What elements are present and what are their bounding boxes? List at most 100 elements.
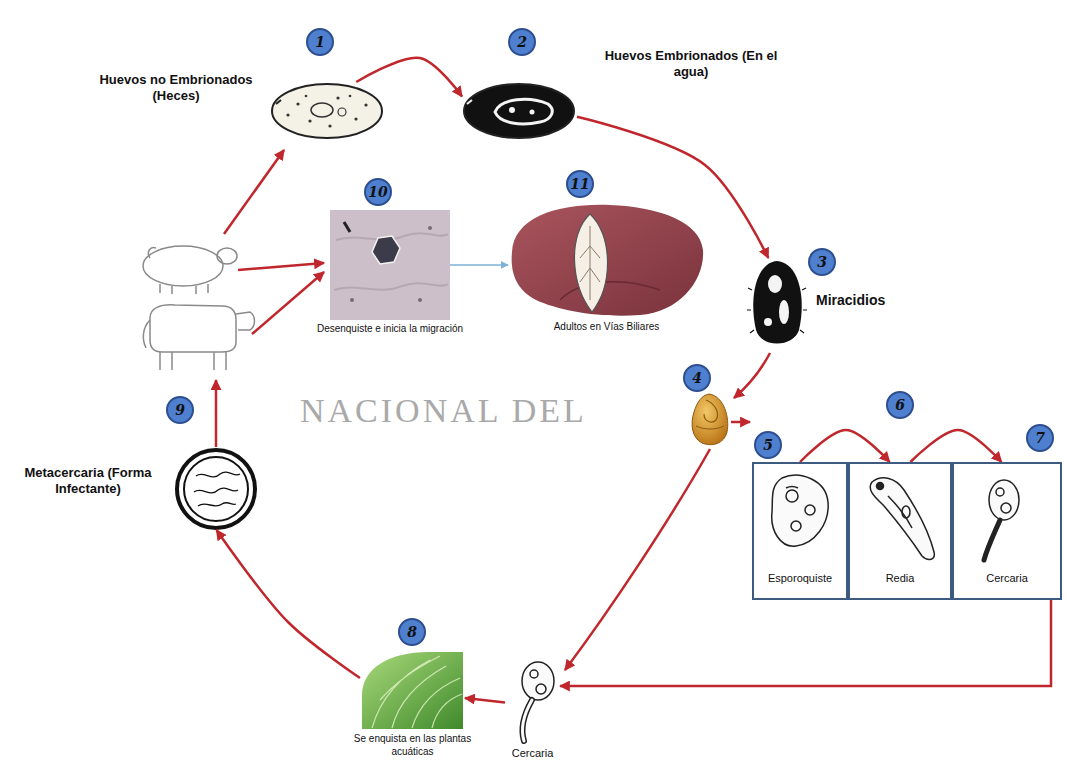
cycle-arrow — [577, 117, 768, 258]
free-cercaria-part — [536, 684, 546, 694]
egg-stage: Huevos Embrionados (En el agua) — [462, 82, 577, 140]
sheep-outline-part — [148, 248, 156, 258]
callout-number: 8 — [400, 620, 424, 644]
sheep-outline-part — [143, 246, 223, 286]
tissue-section-part — [428, 226, 432, 230]
metacercaria-cyst — [177, 450, 255, 528]
miracidium-part — [753, 261, 802, 344]
callout-number: 9 — [168, 398, 192, 422]
redia-sketch-part — [902, 506, 910, 518]
cercaria-sketch — [984, 480, 1019, 560]
unembryonated-egg-part — [349, 95, 352, 98]
larva-stage: Miracidios — [748, 258, 806, 350]
callout-badge: 8 — [398, 618, 426, 646]
aquatic-plant-part — [372, 656, 462, 728]
sheep-outline-part — [217, 248, 237, 264]
cycle-arrow-layout-part — [731, 421, 750, 424]
cycle-arrow — [560, 600, 1051, 686]
aquatic-plant — [362, 652, 463, 729]
sporocyst-sketch-part — [772, 475, 828, 546]
snail-shell — [692, 394, 728, 445]
cow-outline-part — [143, 320, 150, 348]
metacercaria-cyst-part — [177, 450, 255, 528]
cercaria-sketch-part — [989, 480, 1019, 520]
unembryonated-egg-part — [364, 103, 367, 106]
unembryonated-egg-part — [354, 117, 357, 120]
embryonated-egg — [464, 84, 574, 138]
embryonated-egg-part — [495, 99, 552, 124]
callout-badge: 9 — [166, 396, 194, 424]
sheep-outline-part — [160, 284, 208, 294]
stage-caption: Cercaria — [485, 747, 580, 761]
callout-badge: 5 — [754, 431, 782, 459]
cycle-arrow — [910, 430, 1001, 462]
stage-caption: Metacercaria (Forma Infectante) — [6, 465, 170, 498]
cyst-stage: Metacercaria (Forma Infectante) — [176, 449, 257, 530]
unembryonated-egg-part — [286, 113, 289, 116]
unembryonated-egg-part — [338, 108, 346, 116]
free-cercaria-part — [522, 662, 554, 700]
stage-caption: Se enquista en las plantas acuáticas — [350, 733, 475, 758]
tissue-section-part — [344, 222, 350, 232]
cycle-arrow — [450, 264, 508, 266]
miracidium-part — [779, 300, 789, 324]
stage-box: Cercaria — [952, 462, 1062, 600]
miracidium-part — [768, 275, 782, 293]
liver-with-fluke-part — [560, 282, 660, 300]
cow-outline-part — [150, 305, 236, 352]
stage-box: Redia — [848, 462, 952, 600]
free-cercaria-part — [522, 700, 532, 741]
redia-sketch — [870, 478, 934, 560]
callout-number: 4 — [685, 366, 709, 390]
sporocyst-sketch-part — [786, 487, 798, 489]
miracidium-part — [747, 288, 807, 333]
tissue-section-part — [372, 236, 400, 264]
cycle-arrow-layout-part — [734, 353, 770, 398]
liver-stage: Adultos en Vías Biliares — [508, 200, 705, 318]
stage-box: Esporoquiste — [752, 462, 848, 600]
sporocyst-sketch-part — [805, 505, 815, 515]
callout-number: 3 — [810, 250, 834, 274]
tissue-stage: Desenquiste e inicia la migración — [330, 210, 450, 320]
unembryonated-egg-part — [305, 95, 308, 98]
free-cercaria — [522, 662, 554, 741]
unembryonated-egg-part — [296, 102, 299, 105]
plant-stage: Se enquista en las plantas acuáticas — [360, 650, 465, 730]
callout-badge: 2 — [508, 28, 536, 56]
cycle-arrow — [800, 430, 890, 462]
metacercaria-cyst-part — [184, 457, 248, 521]
callout-badge: 4 — [683, 364, 711, 392]
tissue-section — [330, 210, 450, 320]
cycle-arrow-layout-part — [224, 150, 284, 234]
callout-number: 10 — [366, 180, 390, 204]
embryonated-egg-part — [464, 84, 574, 138]
liver-with-fluke — [512, 205, 703, 316]
unembryonated-egg-part — [311, 103, 333, 117]
sheep-outline — [143, 246, 237, 294]
callout-badge: 11 — [566, 170, 594, 198]
redia-sketch-part — [877, 483, 884, 490]
larva-stage: Cercaria — [505, 660, 560, 745]
cycle-arrow — [465, 698, 505, 703]
embryonated-egg-part — [530, 110, 535, 115]
callout-number: 2 — [510, 30, 534, 54]
callout-number: 7 — [1028, 426, 1052, 450]
stage-name: Esporoquiste — [754, 572, 846, 586]
callout-number: 6 — [888, 393, 912, 417]
callout-number: 5 — [756, 433, 780, 457]
redia-sketch-part — [888, 496, 912, 528]
callout-badge: 3 — [808, 248, 836, 276]
stage-caption: Huevos Embrionados (En el agua) — [586, 48, 796, 81]
cow-outline-part — [160, 352, 226, 370]
egg-stage: Huevos no Embrionados (Heces) — [270, 82, 385, 140]
callout-number: 11 — [568, 172, 592, 196]
miracidium-part — [764, 318, 772, 326]
cercaria-sketch-part — [996, 488, 1004, 496]
cycle-arrow-layout-part — [565, 449, 710, 670]
snail-shell-part — [692, 394, 728, 445]
connector-group — [217, 58, 1052, 703]
metacercaria-cyst-part — [194, 472, 240, 506]
